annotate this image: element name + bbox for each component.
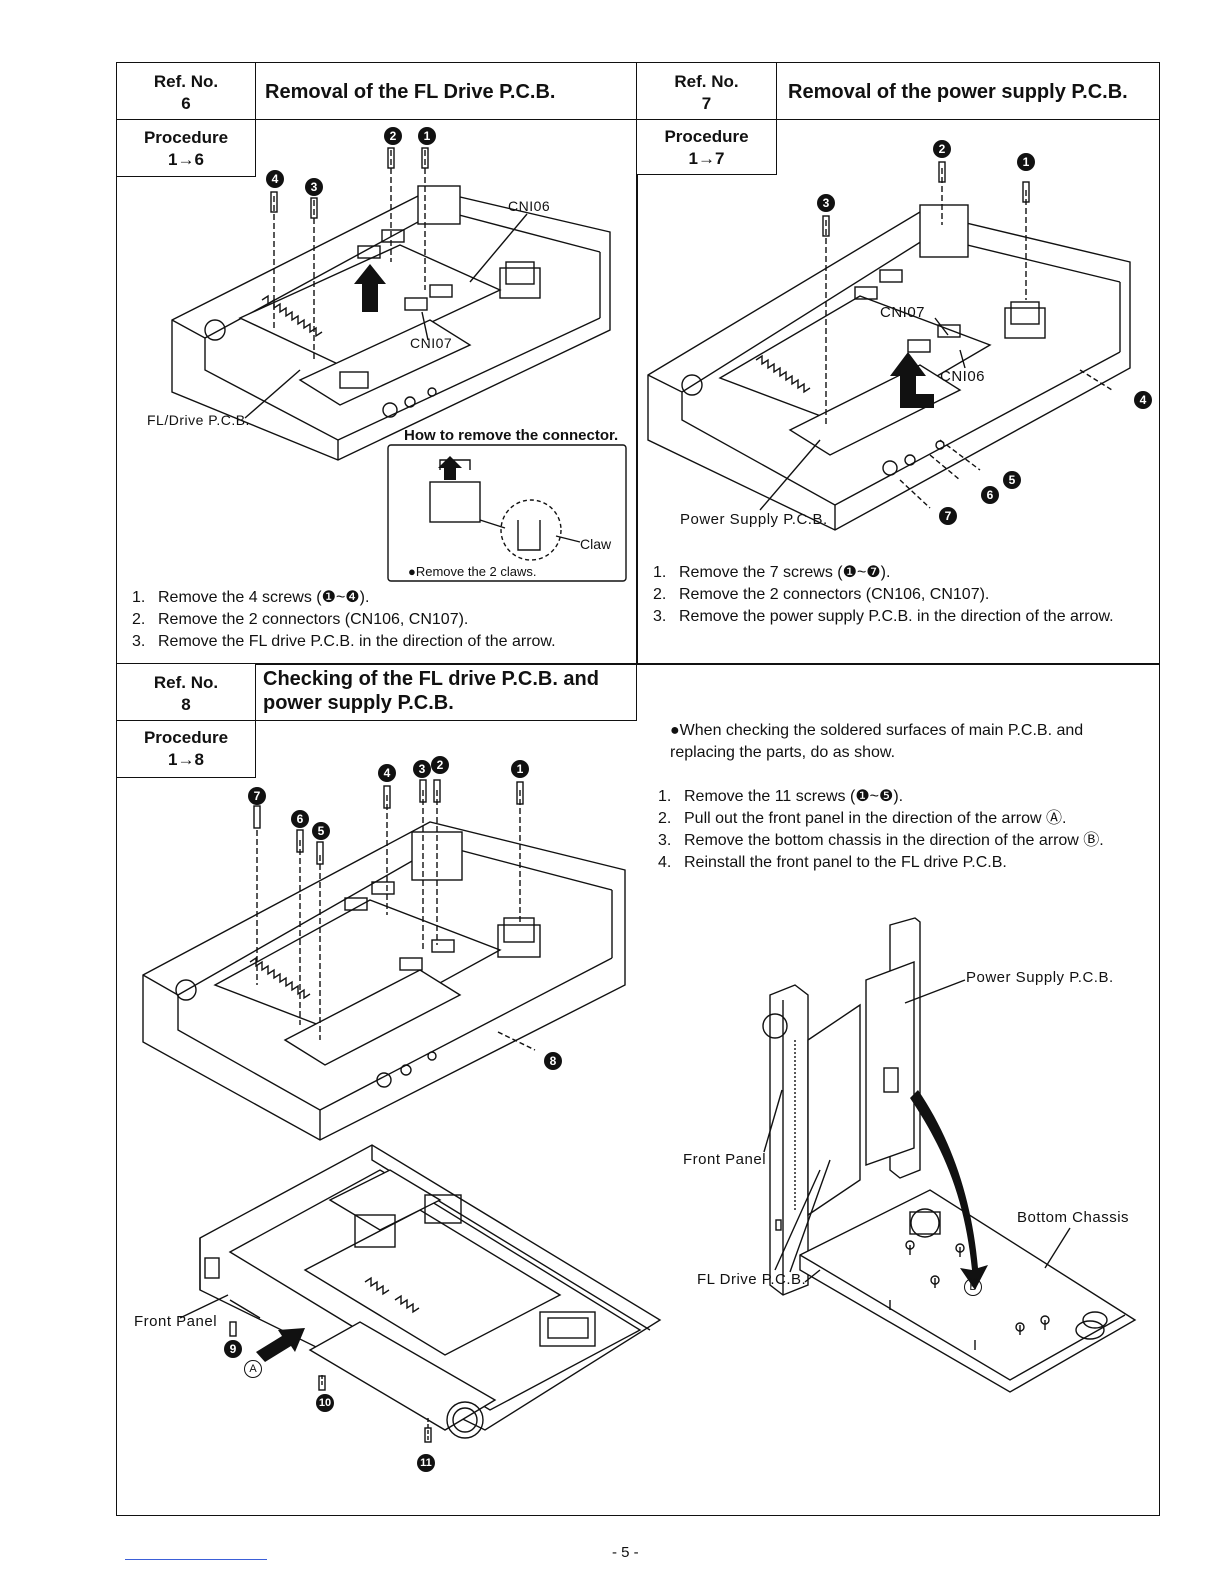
sec6-procedure-box: Procedure 1→6 — [116, 119, 256, 177]
sec8-callout-2: 2 — [431, 756, 449, 774]
sec7-callout-3: 3 — [817, 194, 835, 212]
sec8-step-4: 4.Reinstall the front panel to the FL dr… — [658, 854, 1007, 871]
sec8-label-bottom-chassis: Bottom Chassis — [1017, 1209, 1130, 1226]
sec7-callout-5: 5 — [1003, 471, 1021, 489]
sec8-note: ●When checking the soldered surfaces of … — [670, 722, 1084, 761]
sec7-procedure-box: Procedure 1→7 — [636, 119, 777, 175]
footer-rule — [125, 1559, 267, 1560]
sec7-label-power-supply-pcb: Power Supply P.C.B. — [680, 511, 828, 528]
sec8-step-2: 2.Pull out the front panel in the direct… — [658, 810, 1067, 827]
sec7-step-3: 3.Remove the power supply P.C.B. in the … — [653, 608, 1114, 625]
sec6-inset-note: ●Remove the 2 claws. — [408, 564, 537, 579]
sec6-step-1: 1.Remove the 4 screws (❶~❹). — [132, 589, 370, 606]
sec8-ref-box: Ref. No. 8 — [116, 663, 256, 721]
sec7-step-2: 2.Remove the 2 connectors (CN106, CN107)… — [653, 586, 990, 603]
sec7-steps: 1.Remove the 7 screws (❶~❼). 2.Remove th… — [653, 562, 1133, 628]
sec8-arrow-b-label: B — [964, 1278, 982, 1296]
sec7-callout-4: 4 — [1134, 391, 1152, 409]
sec8-callout-4: 4 — [378, 764, 396, 782]
sec8-label-front-panel-left: Front Panel — [134, 1313, 218, 1330]
sec6-step-3: 3.Remove the FL drive P.C.B. in the dire… — [132, 633, 556, 650]
sec8-ref-label: Ref. No. — [153, 673, 219, 692]
sec6-step-1-range: ❶~❹ — [321, 589, 360, 606]
sec8-steps: 1.Remove the 11 screws (❶~❺). 2.Pull out… — [658, 786, 1148, 874]
sec7-callout-2: 2 — [933, 140, 951, 158]
sec6-label-cn107: CNI07 — [410, 335, 453, 351]
sec7-procedure-range: 1→7 — [688, 149, 725, 168]
sec6-ref-label: Ref. No. — [153, 72, 219, 91]
sec6-ref-number: 6 — [181, 94, 191, 113]
sec6-ref-box: Ref. No. 6 — [116, 62, 256, 120]
sec7-callout-6: 6 — [981, 486, 999, 504]
sec8-title-line1: Checking of the FL drive P.C.B. and — [263, 668, 599, 690]
sec6-step-2: 2.Remove the 2 connectors (CN106, CN107)… — [132, 611, 469, 628]
divider-horizontal — [116, 663, 1160, 665]
sec8-callout-7: 7 — [248, 787, 266, 805]
sec6-callout-1: 1 — [418, 127, 436, 145]
sec7-step-1: 1.Remove the 7 screws (❶~❼). — [653, 564, 891, 581]
sec6-inset-claw: Claw — [580, 536, 612, 552]
sec6-label-fl-drive-pcb: FL/Drive P.C.B. — [147, 412, 250, 428]
sec8-callout-9: 9 — [224, 1340, 242, 1358]
sec7-label-cn107: CNI07 — [880, 304, 926, 321]
sec7-ref-number: 7 — [701, 94, 712, 113]
sec8-arrow-a-label: A — [244, 1360, 262, 1378]
sec8-callout-3: 3 — [413, 760, 431, 778]
sec8-title-box — [255, 663, 637, 721]
sec8-step-1: 1.Remove the 11 screws (❶~❺). — [658, 788, 904, 805]
sec6-steps: 1.Remove the 4 screws (❶~❹). 2.Remove th… — [132, 587, 632, 653]
sec8-label-front-panel-right: Front Panel — [683, 1151, 767, 1168]
page-number: - 5 - — [612, 1544, 639, 1561]
sec8-label-power-supply-pcb: Power Supply P.C.B. — [966, 969, 1114, 986]
sec7-title-box — [776, 62, 1160, 120]
sec7-ref-box: Ref. No. 7 — [636, 62, 777, 120]
sec7-label-cn106: CNI06 — [940, 368, 986, 385]
sec8-callout-11: 11 — [417, 1454, 435, 1472]
sec8-ref-number: 8 — [181, 695, 191, 714]
sec6-procedure-range: 1→6 — [168, 150, 204, 169]
sec8-callout-10: 10 — [316, 1394, 334, 1412]
sec7-ref-label: Ref. No. — [674, 72, 739, 91]
sec6-callout-3: 3 — [305, 178, 323, 196]
sec8-procedure-box: Procedure 1→8 — [116, 720, 256, 778]
sec6-procedure-label: Procedure — [143, 128, 229, 147]
sec6-inset-title: How to remove the connector. — [404, 427, 619, 444]
sec7-callout-7: 7 — [939, 507, 957, 525]
sec6-callout-4: 4 — [266, 170, 284, 188]
sec7-title: Removal of the power supply P.C.B. — [788, 81, 1128, 103]
sec8-procedure-label: Procedure — [143, 728, 229, 747]
sec8-callout-6: 6 — [291, 810, 309, 828]
divider-vertical-top — [636, 62, 638, 664]
sec8-label-fl-drive-pcb: FL Drive P.C.B. — [697, 1271, 807, 1288]
sec6-title: Removal of the FL Drive P.C.B. — [265, 81, 556, 103]
sec8-callout-5: 5 — [312, 822, 330, 840]
sec6-label-cn106: CNI06 — [508, 198, 551, 214]
sec7-step-1-range: ❶~❼ — [842, 564, 881, 581]
sec7-callout-1: 1 — [1017, 153, 1035, 171]
sec8-callout-1: 1 — [511, 760, 529, 778]
sec8-title-line2: power supply P.C.B. — [263, 692, 454, 714]
sec8-step-3: 3.Remove the bottom chassis in the direc… — [658, 832, 1104, 849]
sec8-callout-8: 8 — [544, 1052, 562, 1070]
sec8-procedure-range: 1→8 — [168, 750, 204, 769]
sec7-procedure-label: Procedure — [664, 127, 749, 146]
sec6-callout-2: 2 — [384, 127, 402, 145]
